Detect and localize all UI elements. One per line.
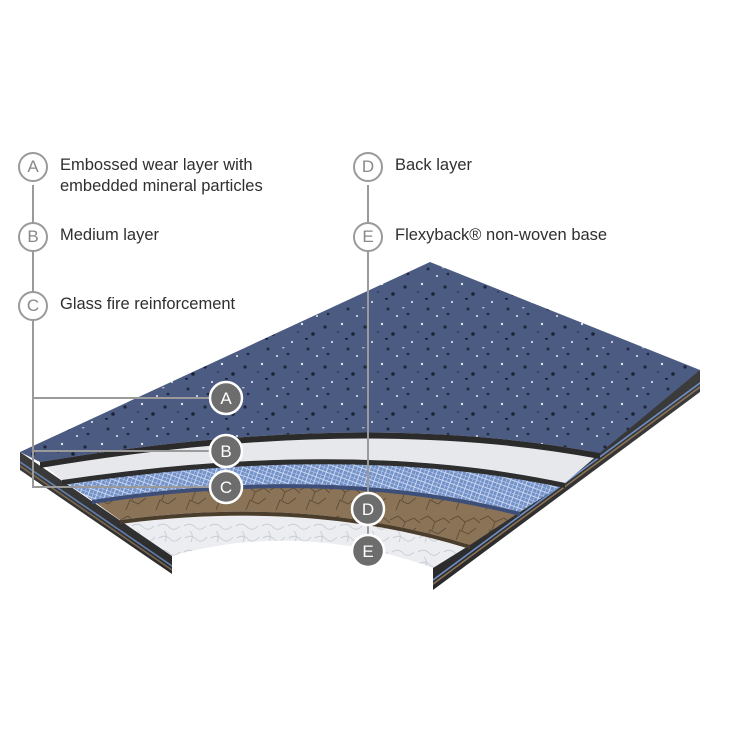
legend-text-a: Embossed wear layer with embedded minera… [60, 152, 263, 197]
callout-label-a: A [220, 389, 232, 408]
layer-b-edge [62, 459, 565, 488]
layer-d-back [92, 484, 520, 545]
callout-label-d: D [362, 500, 374, 519]
right-edge-brown-stripe [433, 386, 700, 585]
legend-text-e-line-1: Flexyback® non-woven base [395, 226, 608, 244]
layer-a-edge [40, 432, 600, 468]
layer-d-edge [120, 511, 470, 549]
legend-item-b: B Medium layer [18, 222, 159, 252]
legend-badge-d: D [353, 152, 383, 182]
legend-text-b: Medium layer [60, 222, 159, 246]
callout-label-c: C [220, 478, 232, 497]
legend-text-a-line-1: Embossed wear layer with [60, 156, 253, 174]
legend-text-e: Flexyback® non-woven base [395, 222, 607, 246]
callout-badge-b: B [208, 433, 244, 469]
legend-text-d: Back layer [395, 152, 472, 176]
layer-c-edge [92, 484, 520, 516]
legend-badge-b: B [18, 222, 48, 252]
callout-label-b: B [220, 442, 231, 461]
leader-lines [32, 185, 369, 535]
callout-label-e: E [362, 542, 373, 561]
callout-badge-c: C [208, 469, 244, 505]
legend-item-e: E Flexyback® non-woven base [353, 222, 607, 252]
callout-badge-a: A [208, 380, 244, 416]
legend-text-a-line-2: embedded mineral particles [60, 177, 263, 195]
legend-badge-e: E [353, 222, 383, 252]
legend-text-b-line-1: Medium layer [60, 226, 160, 244]
layer-a-wear [20, 262, 700, 462]
legend-text-c: Glass fire reinforcement [60, 291, 235, 315]
legend-badge-a: A [18, 152, 48, 182]
layer-c-glass-mesh [62, 459, 565, 512]
leader-line-c [32, 451, 210, 488]
legend-text-d-line-1: Back layer [395, 156, 473, 174]
legend-item-a: A Embossed wear layer with embedded mine… [18, 152, 263, 197]
legend-badge-c: C [18, 291, 48, 321]
legend-item-d: D Back layer [353, 152, 472, 182]
left-edge-brown-stripe [20, 465, 172, 571]
legend-item-c: C Glass fire reinforcement [18, 291, 235, 321]
callout-badge-d: D [350, 491, 386, 527]
callout-badge-e: E [350, 533, 386, 569]
legend-text-c-line-1: Glass fire reinforcement [60, 295, 236, 313]
